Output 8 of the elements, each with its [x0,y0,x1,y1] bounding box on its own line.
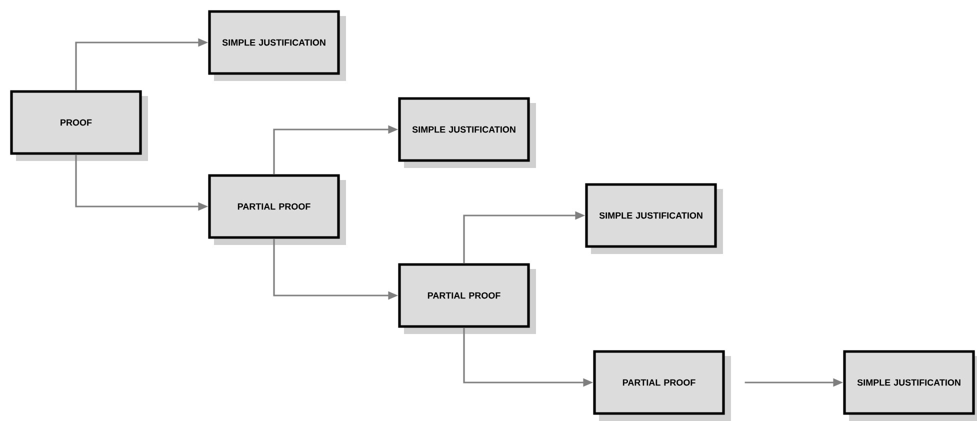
process-box: SIMPLE JUSTIFICATION [585,183,723,254]
process-box: SIMPLE JUSTIFICATION [398,97,536,168]
process-box: PARTIAL PROOF [593,350,731,421]
process-box: SIMPLE JUSTIFICATION [208,10,346,81]
process-box: SIMPLE JUSTIFICATION [843,350,977,421]
process-box: PARTIAL PROOF [208,174,346,245]
process-box: PROOF [10,90,148,161]
process-box: PARTIAL PROOF [398,263,536,334]
